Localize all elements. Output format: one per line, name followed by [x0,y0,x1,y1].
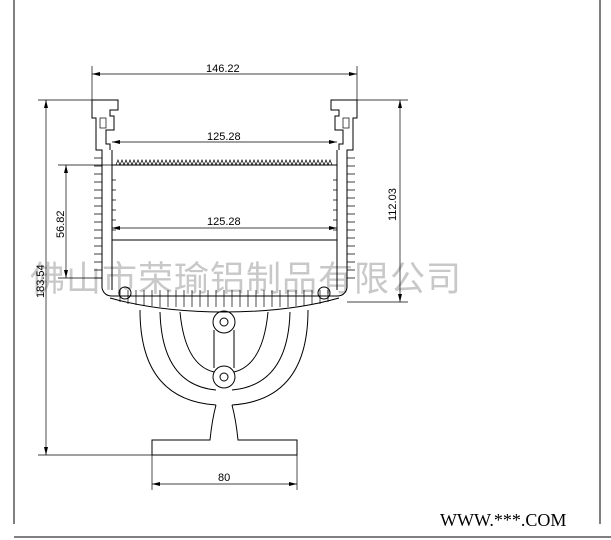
left-clip [92,99,119,150]
right-fins [347,157,355,279]
left-clip-slot [99,117,107,129]
site-url: WWW.***.COM [440,510,566,530]
arch-outer-left [139,309,217,406]
dim-base-width-label: 80 [218,472,230,484]
arch-inner-left [159,311,217,391]
arch-rib-right [233,311,269,373]
dim-body-height-label: 112.03 [387,188,399,221]
t-foot [151,404,298,456]
bottom-plate [101,287,348,297]
pivot-boss-bottom [212,365,236,389]
right-clip [330,99,357,150]
inner-ribs [112,179,337,231]
left-fins [94,157,102,279]
pivot-hole-bottom [219,372,229,382]
dimension-base-width [151,455,298,490]
left-wall [91,100,103,288]
bottom-curve [109,297,340,313]
watermark-company: 佛山市荣瑜铝制品有限公司 [30,260,462,300]
heatsink-profile [91,99,358,456]
arch-inner-right [231,311,291,391]
dimension-total-height [38,99,152,456]
dimension-inner-width-bottom [112,226,337,230]
dim-inner-width-top-label: 125.28 [207,131,241,143]
right-clip-slot [342,117,350,129]
pivot-hole-top [219,317,229,327]
right-screw-boss [317,286,331,300]
dim-inner-height-label: 56.82 [55,210,67,238]
left-screw-boss [118,286,132,300]
right-wall [346,100,358,288]
dimension-body-height [347,99,408,303]
dimension-inner-height [58,164,112,279]
arch-rib-left [179,311,215,373]
dim-inner-width-bottom-label: 125.28 [207,216,241,228]
dim-overall-width-label: 146.22 [206,63,240,75]
pivot-boss-top [212,310,236,334]
dim-total-height-label: 183.54 [35,264,47,298]
serrated-top [115,159,333,166]
arch-outer-right [231,309,309,406]
dimension-overall-width [91,66,358,100]
dimension-inner-width-top [112,140,337,144]
